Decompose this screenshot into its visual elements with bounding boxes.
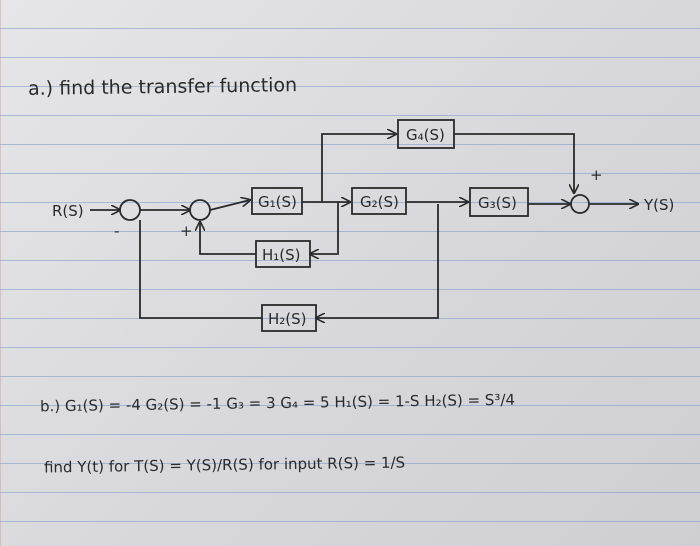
page-margin-line bbox=[0, 0, 1, 546]
block-g3-label: G₃(S) bbox=[478, 194, 517, 212]
block-g1-label: G₁(S) bbox=[258, 193, 297, 211]
wire-sum2-to-g1 bbox=[209, 200, 250, 211]
block-g1 bbox=[251, 187, 303, 215]
block-h2-label: H₂(S) bbox=[268, 310, 307, 328]
summing-junction-3 bbox=[570, 194, 590, 214]
wire-to-h1 bbox=[310, 202, 339, 254]
sum2-plus-sign: + bbox=[180, 222, 193, 240]
sum3-plus-sign: + bbox=[590, 166, 603, 184]
wire-to-h2 bbox=[316, 204, 439, 318]
wire-h2-to-sum1 bbox=[139, 220, 262, 319]
wire-g4-to-sum3 bbox=[454, 133, 574, 193]
summing-junction-2 bbox=[189, 199, 211, 221]
block-g3 bbox=[469, 187, 529, 217]
output-label: Y(S) bbox=[643, 196, 674, 214]
block-g4-label: G₄(S) bbox=[406, 126, 445, 144]
block-h1-label: H₁(S) bbox=[262, 246, 301, 264]
block-g2-label: G₂(S) bbox=[360, 193, 399, 211]
sum1-minus-sign: - bbox=[114, 222, 119, 240]
summing-junction-1 bbox=[119, 199, 141, 221]
wire-h1-to-sum2 bbox=[200, 222, 256, 255]
wire-to-g4 bbox=[321, 134, 396, 202]
block-g2 bbox=[351, 187, 407, 215]
input-label: R(S) bbox=[52, 202, 84, 220]
